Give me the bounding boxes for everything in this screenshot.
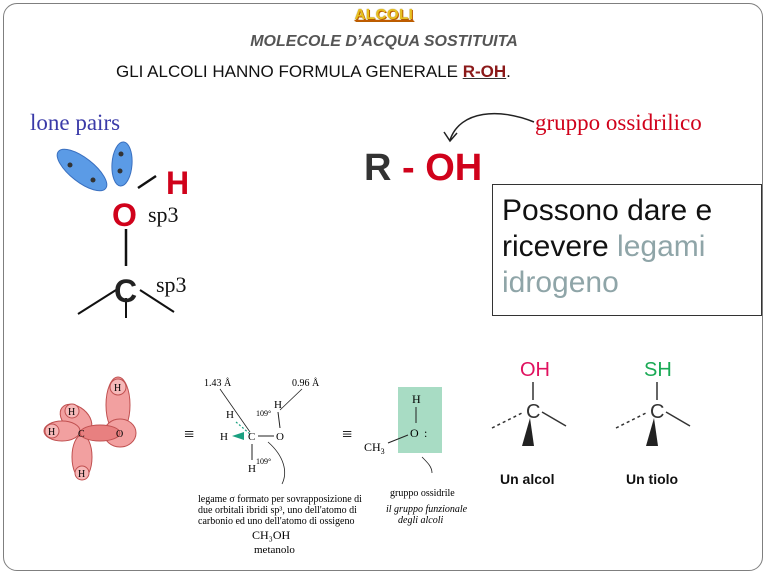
sp3-c-label: sp3	[156, 272, 187, 297]
svg-text::: :	[424, 426, 427, 440]
svg-text:CH3: CH3	[364, 440, 385, 456]
ch3oh-caption: CH₃OH	[252, 528, 291, 542]
sp3-o-label: sp3	[148, 202, 179, 227]
svg-text:H: H	[274, 399, 282, 411]
svg-text:H: H	[114, 383, 121, 394]
formula-end: .	[506, 62, 511, 81]
bond-geometry: 1.43 Å 0.96 Å H H 109° H C O H 109°	[204, 377, 320, 485]
c-atom: C	[114, 273, 137, 309]
equiv-sign-2: ≡	[342, 424, 353, 444]
svg-text:0.96 Å: 0.96 Å	[292, 377, 320, 389]
svg-text:H: H	[78, 469, 85, 480]
svg-text:H: H	[220, 431, 228, 443]
svg-text:C: C	[248, 431, 255, 443]
callout-part1: Possono dare e ricevere	[502, 194, 713, 263]
svg-text:H: H	[248, 463, 256, 475]
svg-text:O: O	[116, 429, 123, 440]
gruppo-ossidrile-caption: gruppo ossidrile	[390, 488, 455, 499]
callout-text: Possono dare e ricevere legami idrogeno	[502, 193, 760, 301]
metanolo-caption: metanolo	[254, 544, 295, 556]
svg-text:109°: 109°	[256, 409, 271, 418]
r-oh-formula: R - OH	[364, 147, 482, 190]
gruppo-ossidrilico-label: gruppo ossidrilico	[535, 110, 702, 135]
svg-text:H: H	[412, 392, 421, 406]
svg-text:H: H	[226, 409, 234, 421]
slide-subtitle: MOLECOLE D’ACQUA SOSTITUITA	[250, 33, 518, 50]
equiv-sign-1: ≡	[184, 424, 195, 444]
formula-intro: GLI ALCOLI HANNO FORMULA GENERALE	[116, 62, 463, 81]
funzionale-caption-1: il gruppo funzionale	[386, 504, 468, 515]
alcol-tiolo-comparison: OH C SH C Un alcol Un tiolo	[491, 359, 691, 487]
alcohol-structure: H O sp3 C sp3	[56, 141, 189, 318]
lone-pair-orbital-2	[111, 141, 133, 187]
svg-text:C: C	[78, 429, 85, 440]
svg-text:O: O	[410, 426, 419, 440]
r-letter: R	[364, 147, 392, 189]
hydroxyl-box: H O : CH3	[364, 387, 442, 474]
slide-title: ALCOLI	[354, 6, 414, 23]
o-atom: O	[112, 197, 137, 233]
tiolo-sh: SH	[644, 359, 672, 381]
lone-pair-orbital-1	[56, 148, 108, 192]
svg-text:H: H	[68, 407, 75, 418]
arrow-curve	[443, 112, 535, 143]
oh-group: OH	[425, 147, 483, 189]
tiolo-label: Un tiolo	[626, 471, 678, 487]
alcol-oh: OH	[520, 359, 550, 381]
callout-part2: legami idrogeno	[502, 230, 706, 299]
lone-pairs-label: lone pairs	[30, 110, 121, 135]
svg-text:O: O	[276, 431, 284, 443]
svg-text:109°: 109°	[256, 457, 271, 466]
svg-text:C: C	[650, 401, 664, 423]
svg-text:1.43 Å: 1.43 Å	[204, 377, 232, 389]
orbital-model: H H H H C O	[43, 376, 137, 481]
callout-box: Possono dare e ricevere legami idrogeno	[492, 184, 762, 316]
svg-text:C: C	[526, 401, 540, 423]
funzionale-caption-2: degli alcoli	[398, 515, 444, 526]
svg-text:H: H	[48, 427, 55, 438]
r-dash: -	[391, 147, 426, 189]
formula-line: GLI ALCOLI HANNO FORMULA GENERALE R-OH.	[116, 62, 511, 82]
alcol-label: Un alcol	[500, 471, 554, 487]
h-atom: H	[166, 165, 189, 201]
formula-general: R-OH	[462, 62, 507, 81]
